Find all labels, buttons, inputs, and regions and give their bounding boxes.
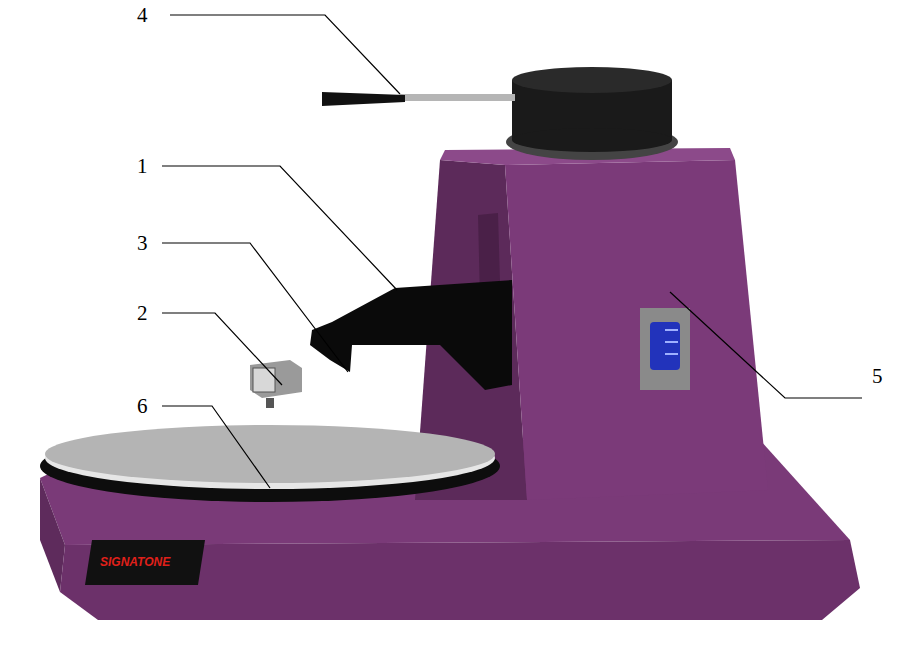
base-front bbox=[60, 540, 860, 620]
handle-rod bbox=[400, 94, 515, 101]
brand-logo-text: SIGNATONE bbox=[100, 556, 170, 568]
leader-line bbox=[162, 313, 282, 385]
level-vial bbox=[650, 322, 680, 370]
leader-line bbox=[162, 406, 270, 488]
callout-number: 6 bbox=[137, 396, 148, 417]
probe-arm bbox=[310, 280, 512, 390]
leader-line bbox=[170, 15, 400, 94]
logo-plate bbox=[85, 540, 205, 585]
leader-line bbox=[162, 243, 348, 372]
handle-grip bbox=[322, 92, 405, 106]
leader-line bbox=[162, 166, 397, 290]
turret-top bbox=[512, 67, 672, 93]
column-front bbox=[505, 160, 768, 500]
vial-mark bbox=[665, 341, 678, 343]
leader-line bbox=[670, 292, 862, 398]
level-window bbox=[640, 308, 690, 390]
base-side bbox=[40, 478, 65, 592]
turret-bottom bbox=[512, 128, 672, 152]
probe-tip bbox=[266, 398, 274, 408]
chuck-plate bbox=[45, 425, 495, 483]
probe-head-face bbox=[253, 368, 275, 392]
vial-mark bbox=[665, 353, 678, 355]
callout-number: 2 bbox=[137, 303, 148, 324]
callout-number: 5 bbox=[872, 366, 883, 387]
vial-mark bbox=[665, 329, 678, 331]
callout-number: 3 bbox=[137, 233, 148, 254]
callout-number: 4 bbox=[137, 5, 148, 26]
callout-number: 1 bbox=[137, 156, 148, 177]
